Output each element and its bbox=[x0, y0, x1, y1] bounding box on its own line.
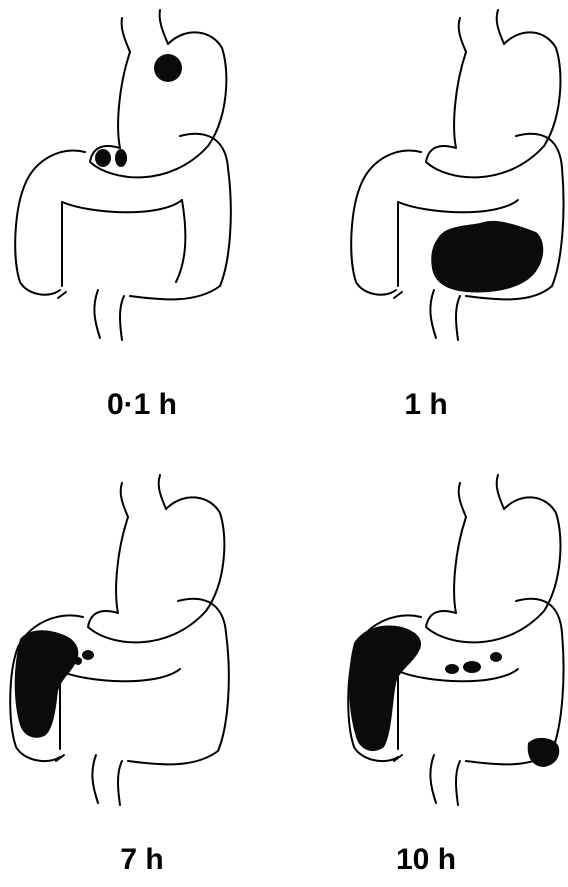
marker-colon-mass bbox=[349, 626, 421, 752]
marker-duodenum-left bbox=[95, 149, 111, 167]
radiolabel-markers bbox=[349, 626, 559, 767]
marker-stomach bbox=[154, 54, 182, 82]
marker-transverse-spot-2 bbox=[463, 661, 481, 673]
panel-1h: 1 h bbox=[284, 0, 568, 443]
panel-caption: 10 h bbox=[284, 843, 568, 877]
gi-tract-illustration bbox=[0, 443, 284, 887]
panel-0-1h: 0·1 h bbox=[0, 0, 284, 443]
panel-caption: 7 h bbox=[0, 843, 284, 877]
panel-caption: 0·1 h bbox=[0, 388, 284, 422]
marker-ileum-mass bbox=[15, 630, 79, 738]
gi-tract-illustration bbox=[284, 443, 568, 887]
panel-caption: 1 h bbox=[284, 388, 568, 422]
gi-tract-illustration bbox=[0, 0, 284, 443]
radiolabel-markers bbox=[431, 221, 543, 293]
marker-transverse-spot-1 bbox=[445, 664, 459, 674]
marker-duodenum-right bbox=[115, 149, 127, 167]
radiolabel-markers bbox=[95, 54, 182, 167]
marker-sigmoid-mass bbox=[528, 738, 560, 767]
marker-jejunum-mass bbox=[431, 221, 543, 293]
radiolabel-markers bbox=[15, 630, 94, 738]
panel-7h: 7 h bbox=[0, 443, 284, 886]
marker-transverse-spot-3 bbox=[490, 652, 502, 662]
gi-tract-illustration bbox=[284, 0, 568, 443]
marker-ileum-spot bbox=[82, 650, 94, 660]
marker-ileum-spot-small bbox=[74, 657, 82, 665]
panel-10h: 10 h bbox=[284, 443, 568, 886]
